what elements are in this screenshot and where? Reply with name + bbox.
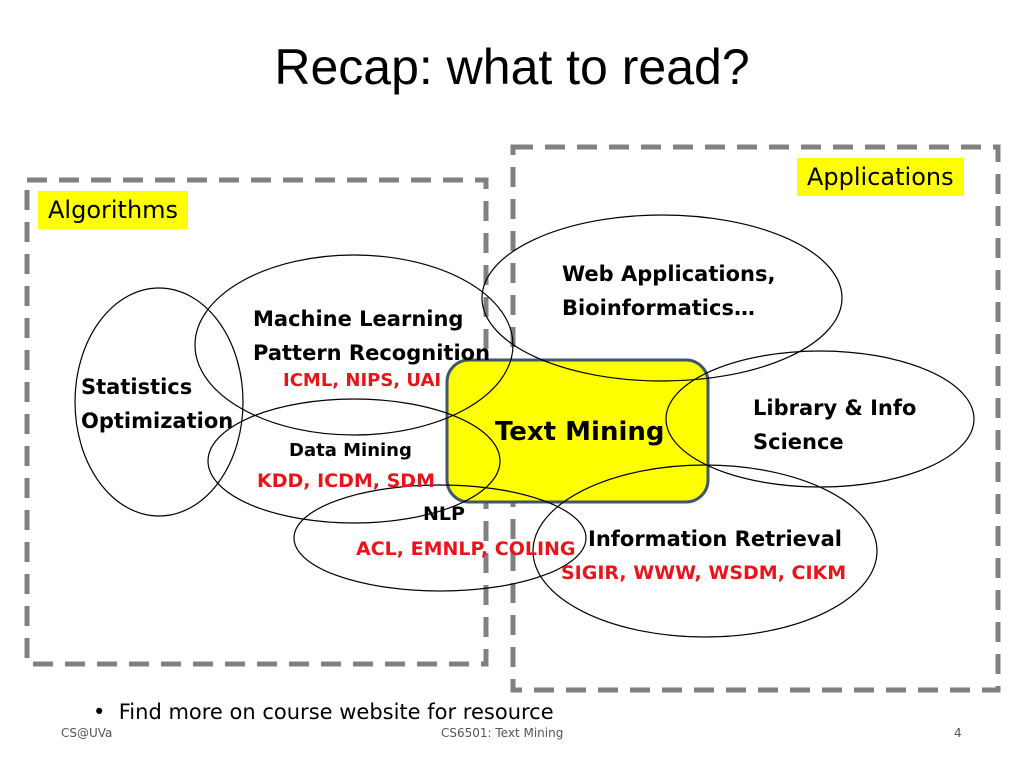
statistics-ellipse: [74, 287, 244, 517]
nlp-ellipse: [293, 484, 587, 592]
web-label: Web Applications,: [562, 262, 776, 286]
slide-title: Recap: what to read?: [274, 39, 750, 95]
ml-label: Machine Learning: [253, 307, 464, 331]
applications-label: Applications: [797, 158, 964, 196]
dm-venues: KDD, ICDM, SDM: [257, 470, 435, 492]
applications-region: [510, 144, 1001, 693]
bioinformatics-label: Bioinformatics…: [562, 296, 755, 320]
text-mining-box: [445, 358, 710, 504]
ir-ellipse: [532, 464, 878, 638]
footer-left: CS@UVa: [61, 726, 113, 740]
nlp-venues: ACL, EMNLP, COLING: [356, 538, 576, 560]
ir-label: Information Retrieval: [588, 527, 842, 551]
statistics-label: Statistics: [81, 375, 193, 399]
dm-ellipse: [207, 398, 501, 524]
library-label: Library & Info: [753, 396, 917, 420]
algorithms-label: Algorithms: [38, 191, 189, 229]
footer-center: CS6501: Text Mining: [441, 726, 564, 740]
science-label: Science: [753, 430, 844, 454]
resource-bullet: • Find more on course website for resour…: [93, 700, 554, 724]
algorithms-region: [24, 177, 489, 667]
optimization-label: Optimization: [81, 409, 234, 433]
text-mining-label: Text Mining: [495, 417, 665, 447]
bullet-text: Find more on course website for resource: [118, 700, 554, 724]
web-ellipse: [481, 214, 843, 382]
dm-label: Data Mining: [289, 440, 412, 461]
pattern-recognition-label: Pattern Recognition: [253, 341, 491, 365]
nlp-label: NLP: [423, 503, 465, 525]
page-number: 4: [954, 726, 962, 740]
bullet-dot: •: [93, 700, 119, 724]
ir-venues: SIGIR, WWW, WSDM, CIKM: [561, 562, 847, 584]
ml-venues: ICML, NIPS, UAI: [283, 370, 442, 391]
